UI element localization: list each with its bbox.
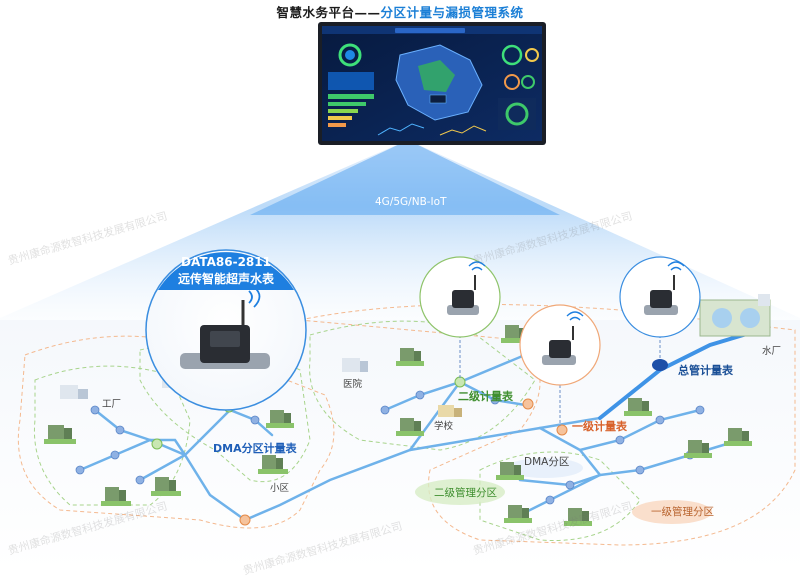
- secondary-zone-ellipse: [415, 479, 505, 505]
- page-title: 智慧水务平台——分区计量与漏损管理系统: [0, 2, 800, 21]
- zone-boundary-dma-east: [479, 451, 641, 541]
- signal-beam-core: [250, 140, 560, 215]
- label-dma-zone: DMA分区: [524, 456, 570, 468]
- meter-node-secondary: [454, 376, 466, 388]
- main-meter-node: [652, 359, 668, 371]
- primary-meter-bubble: [519, 304, 601, 386]
- label-primary-zone: 一级管理分区: [651, 506, 714, 518]
- device-model: DATA86-2811: [181, 255, 271, 269]
- label-dma-meter: DMA分区计量表: [213, 442, 297, 455]
- label-community: 小区: [270, 483, 290, 494]
- meter-node-sw: [239, 514, 251, 526]
- main-meter-bubble: [619, 256, 701, 338]
- main-pipe: [598, 328, 762, 420]
- meter-node-green: [151, 438, 163, 450]
- device-title: DATA86-2811 远传智能超声水表: [148, 254, 304, 288]
- meter-node-orange: [522, 398, 534, 410]
- label-waterworks: 水厂: [762, 346, 782, 357]
- label-main-meter: 总管计量表: [678, 364, 733, 377]
- meter-node-primary: [556, 424, 568, 436]
- label-secondary-zone: 二级管理分区: [434, 487, 497, 499]
- device-name: 远传智能超声水表: [177, 272, 274, 286]
- dashboard-screen: [318, 22, 546, 145]
- buildings: [44, 294, 771, 526]
- dma-zone-ellipse: [507, 458, 583, 478]
- label-factory: 工厂: [102, 399, 122, 410]
- secondary-meter-bubble: [419, 256, 501, 338]
- zone-boundary-west-outer: [17, 335, 335, 529]
- label-school: 学校: [434, 421, 454, 432]
- label-primary-meter: 一级计量表: [572, 420, 627, 433]
- zone-boundary-primary: [299, 303, 796, 546]
- zone-boundary-secondary: [309, 320, 536, 451]
- label-secondary-meter: 二级计量表: [458, 390, 513, 403]
- title-main: 智慧水务平台——: [276, 5, 381, 20]
- label-hospital: 医院: [343, 379, 363, 390]
- title-sub: 分区计量与漏损管理系统: [380, 5, 524, 20]
- device-bubble: [145, 249, 307, 411]
- primary-zone-ellipse: [632, 500, 712, 524]
- network-band-label: 4G/5G/NB-IoT: [375, 196, 447, 208]
